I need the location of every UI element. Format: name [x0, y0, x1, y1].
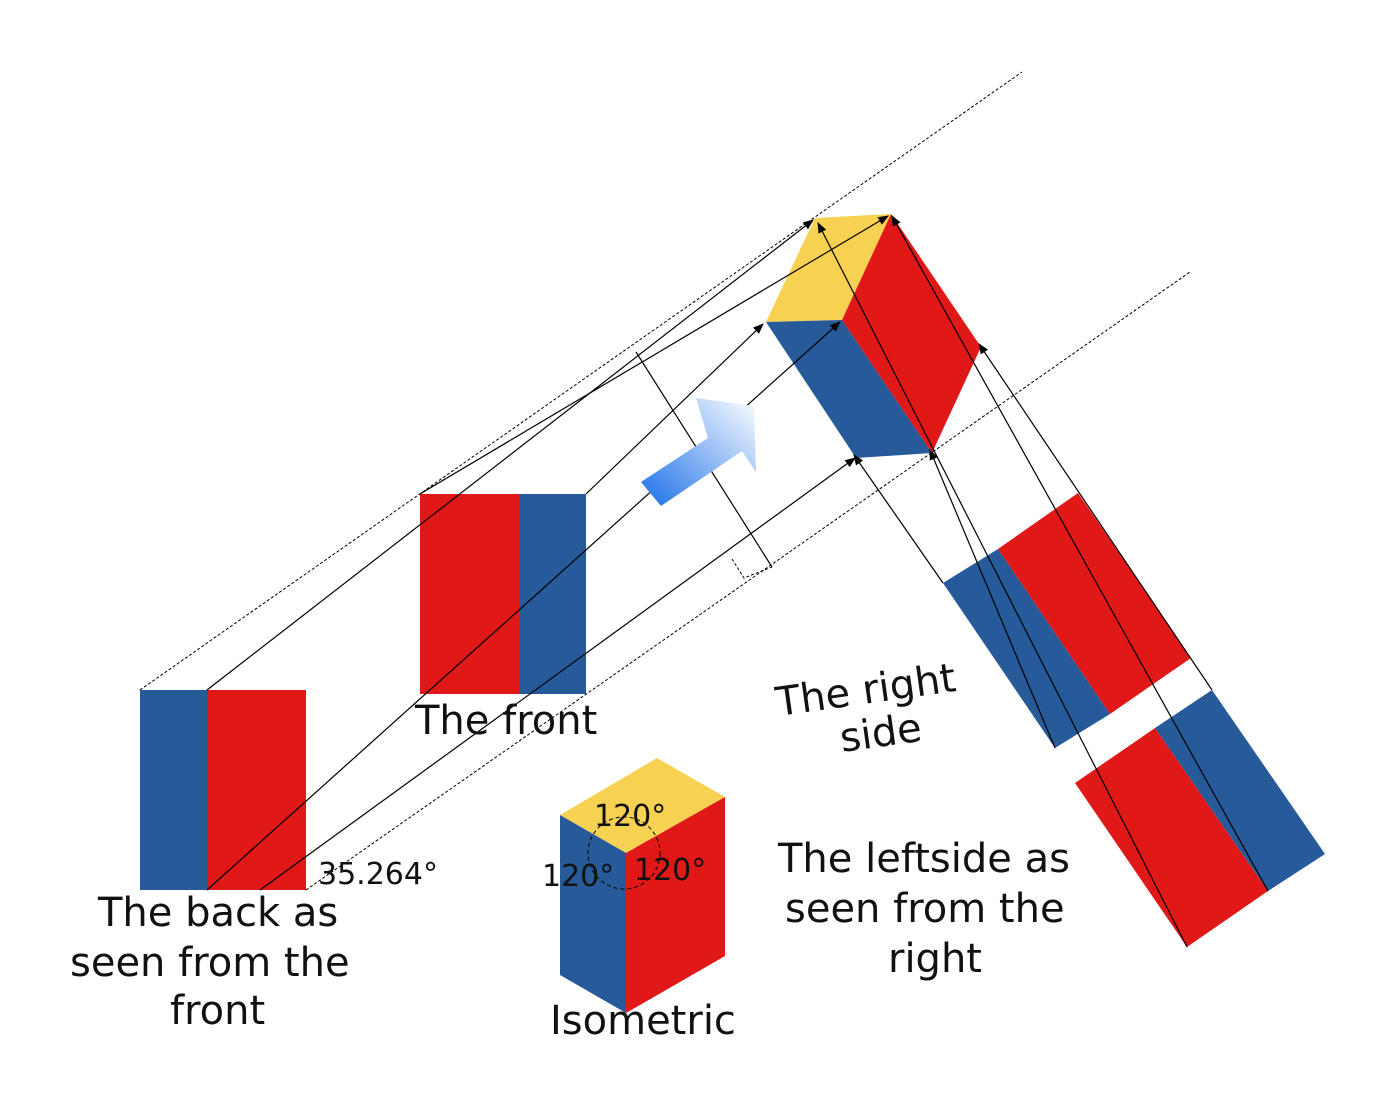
rotated-box-blue-face	[766, 320, 932, 458]
right-angle-marker	[731, 558, 773, 579]
projection-line	[419, 215, 889, 495]
back-view-blue-face	[140, 690, 207, 890]
back-label-line-3: front	[170, 988, 265, 1034]
left-side-red-strip	[1075, 728, 1268, 947]
isometric-top-face	[560, 758, 725, 853]
back-label-line-2: seen from the	[70, 940, 350, 986]
right-side-projection	[943, 493, 1191, 748]
projection-line	[817, 222, 1188, 948]
leftside-label-line-1: The leftside as	[777, 836, 1070, 882]
front-view-blue-face	[520, 494, 586, 694]
upper-dotted-line	[139, 71, 1023, 691]
rotated-box-top-face	[766, 214, 891, 322]
left-side-projection	[1075, 690, 1325, 947]
isometric-box	[560, 758, 725, 1013]
dotted-projection-lines	[139, 71, 1191, 891]
projection-line	[978, 343, 1213, 691]
isometric-top-angle: 120°	[594, 799, 666, 834]
front-label: The front	[414, 698, 597, 744]
leftside-label-line-3: right	[888, 936, 982, 982]
isometric-left-angle: 120°	[542, 859, 614, 894]
right-side-red-strip	[998, 493, 1191, 714]
leftside-label-line-2: seen from the	[785, 886, 1065, 932]
rotated-box-red-face	[842, 214, 981, 453]
projection-line	[853, 454, 944, 584]
projection-line	[585, 323, 764, 495]
isometric-angle-circle	[587, 816, 661, 890]
rotated-box	[766, 214, 981, 458]
view-direction-arrow	[641, 398, 756, 506]
isometric-right-face	[626, 797, 725, 1013]
projection-line	[259, 457, 856, 891]
back-view-red-face	[207, 690, 306, 890]
projection-line	[891, 215, 1269, 892]
left-side-blue-strip	[1155, 690, 1325, 891]
isometric-right-angle: 120°	[634, 853, 706, 888]
projection-arrows	[206, 215, 1269, 948]
isometric-left-face	[560, 815, 626, 1013]
labels: The back as seen from the front The fron…	[70, 655, 1070, 1044]
front-view-red-face	[420, 494, 520, 694]
right-side-label-line-2: side	[837, 705, 925, 762]
projection-line	[206, 219, 814, 691]
right-side-blue-strip	[943, 549, 1110, 748]
back-view	[140, 690, 306, 890]
front-view	[420, 494, 586, 694]
back-label-line-1: The back as	[97, 890, 338, 936]
projection-line	[929, 449, 1056, 749]
isometric-label: Isometric	[550, 998, 736, 1044]
projection-angle-label: 35.264°	[318, 857, 438, 892]
